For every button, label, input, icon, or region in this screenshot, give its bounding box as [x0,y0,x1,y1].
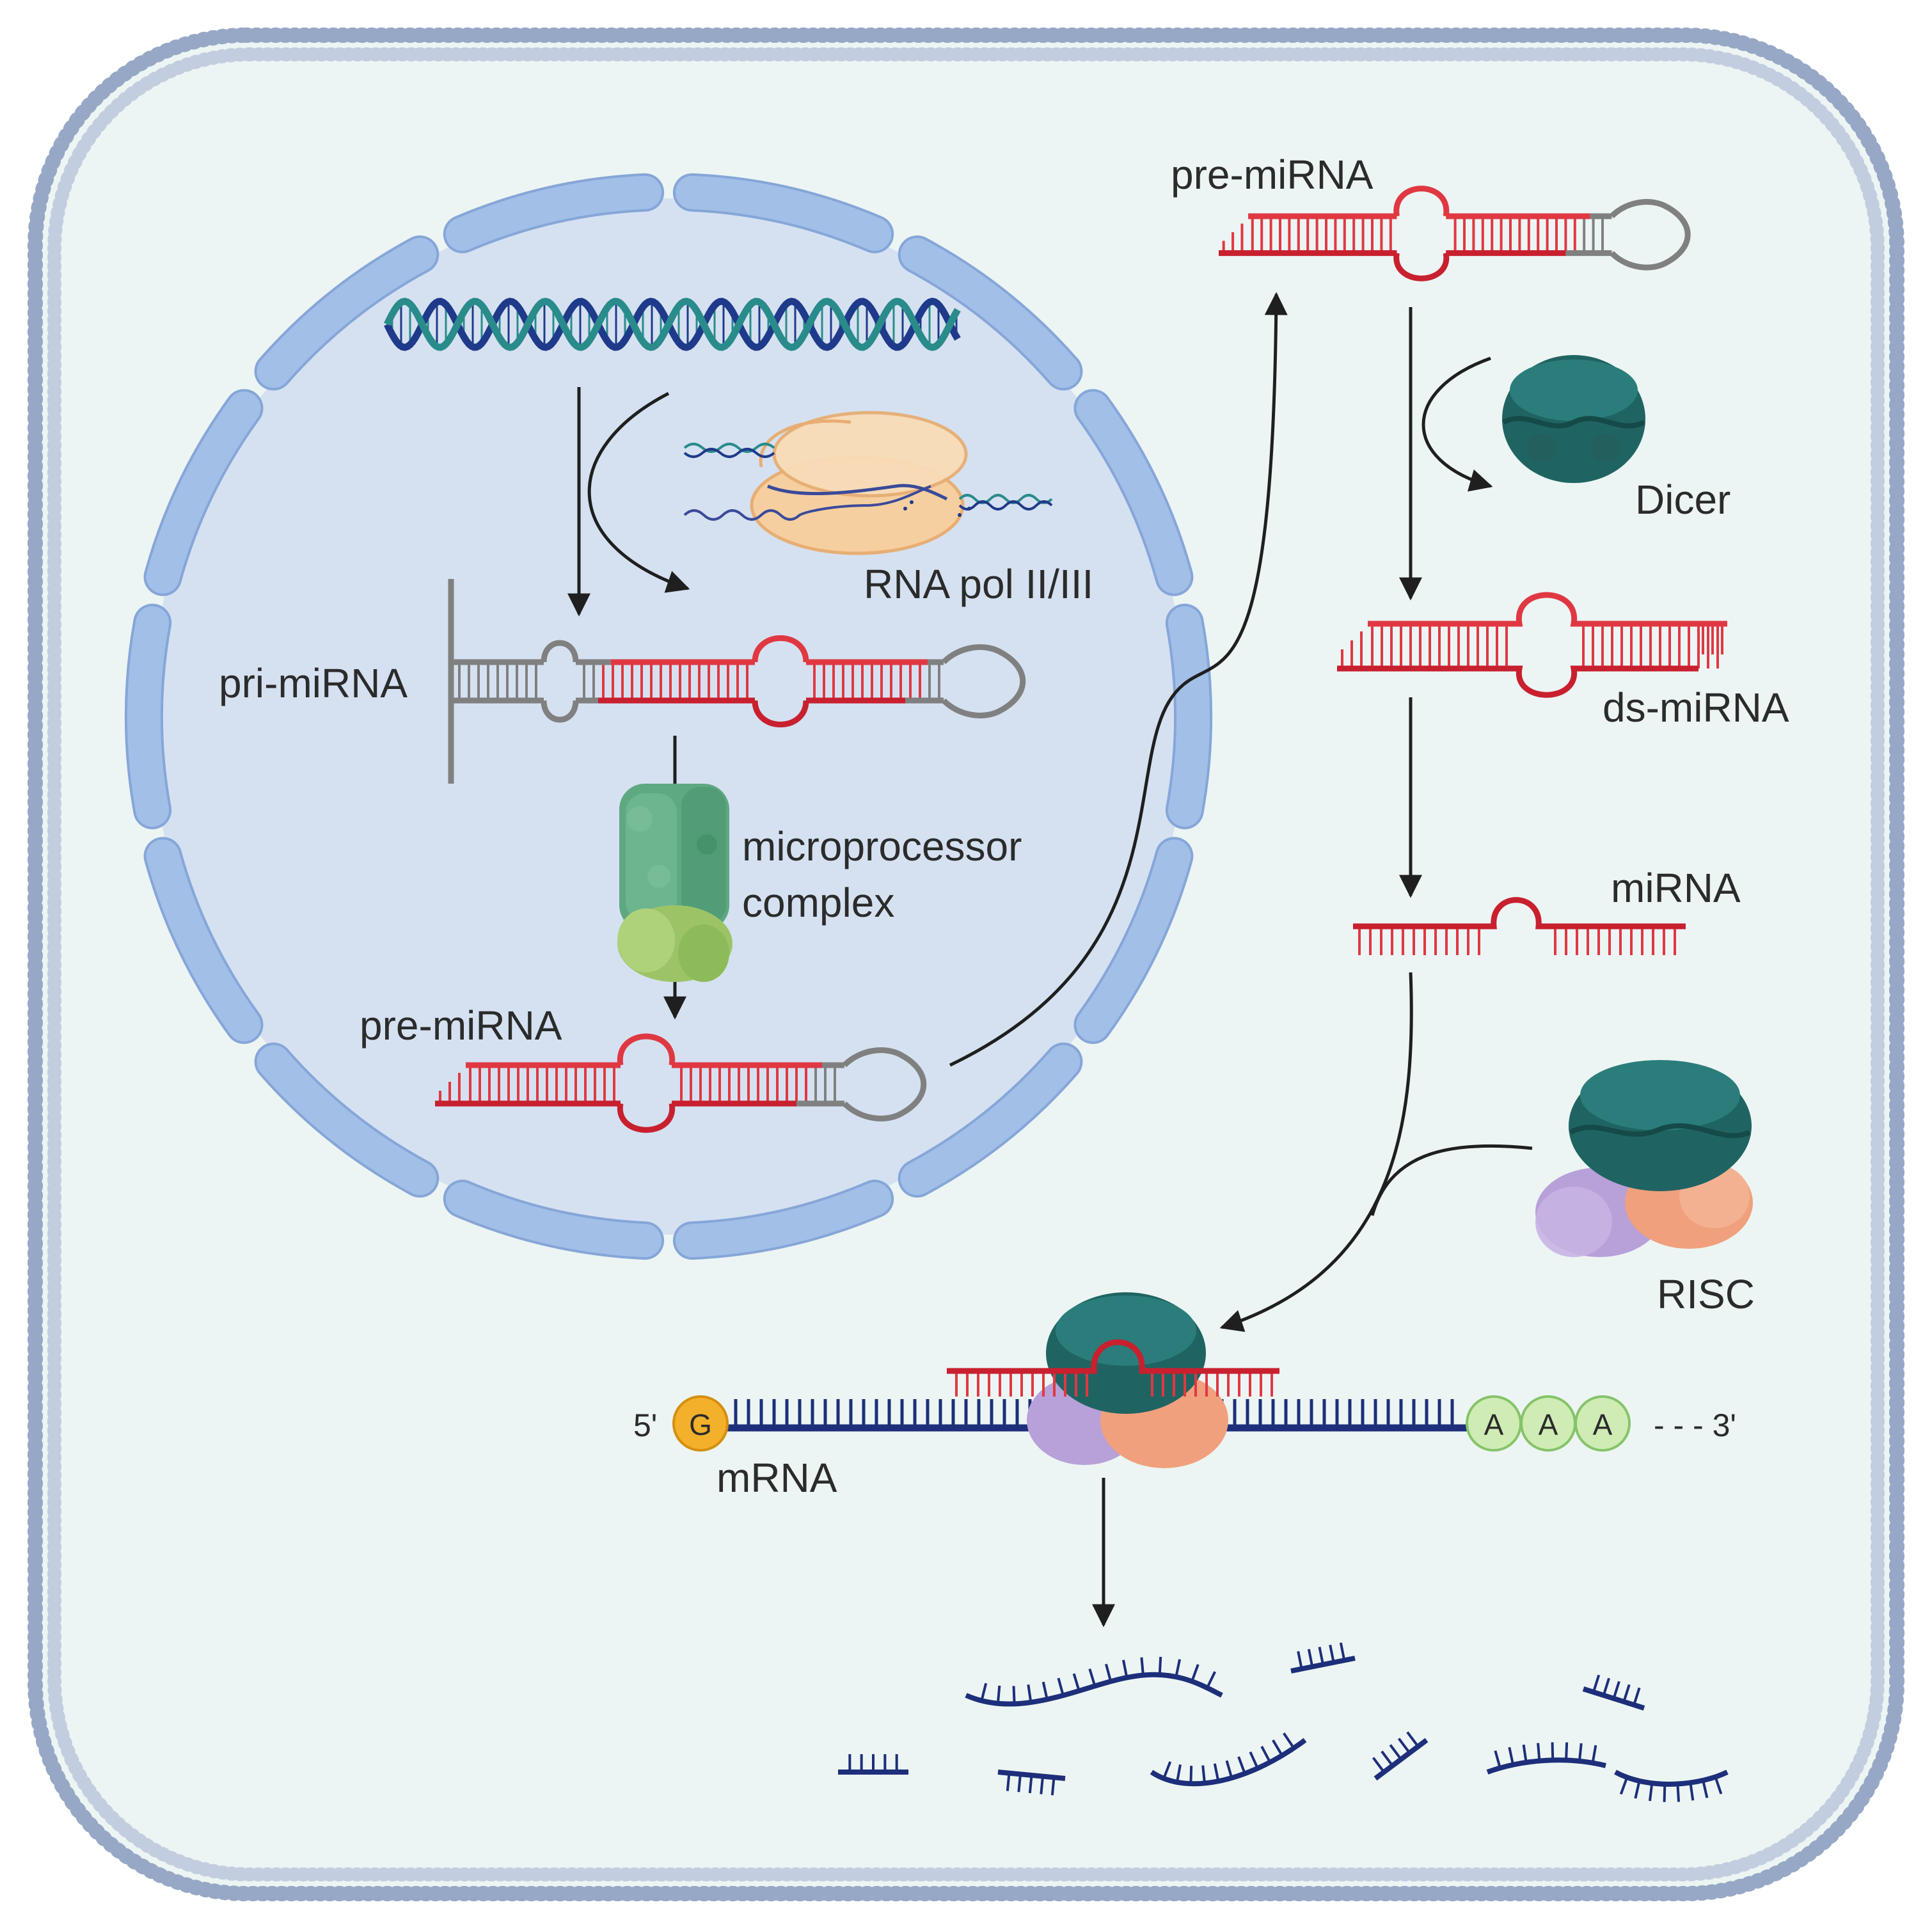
cell-membrane-outer [28,28,1904,1901]
pri-mirna-label: pri-miRNA [219,660,408,706]
mirna-target-duplex [947,1339,1279,1397]
pri-mirna-structure [448,579,1026,784]
pre-mirna-cytoplasm-structure [1219,186,1691,281]
cytoplasm-arrows [1092,307,1533,1627]
mrna-fragment [1150,1738,1307,1787]
mirna-structure [1353,897,1686,955]
ds-mirna-label: ds-miRNA [1603,685,1789,731]
cap-circle [672,1395,729,1452]
dicer-release-arrow [1421,356,1493,492]
dna-helix-icon [384,297,961,351]
nuclear-envelope [125,173,1212,1260]
poly-a-tail: A A A [1466,1395,1631,1452]
dicer-label: Dicer [1635,477,1730,523]
polya-a1: A [1484,1408,1504,1441]
polya-a3: A [1593,1408,1613,1441]
degraded-mrna-fragments [838,1642,1729,1802]
microprocessor-complex-icon [617,784,732,982]
mrna-fragment [1614,1770,1729,1787]
complex-label: complex [742,880,894,926]
mirna-label: miRNA [1611,865,1741,911]
mrna-fragment [1486,1757,1606,1775]
labels: RNA pol II/III pri-miRNA microprocessor … [219,152,1789,1501]
pre-mirna-cytoplasm-label: pre-miRNA [1171,152,1374,198]
mrna-label: mRNA [717,1455,837,1501]
dicer-icon [1502,355,1645,483]
rnapol-recruit-arrow [587,392,690,593]
mrna-cap: G [672,1395,729,1452]
export-arrow [949,292,1288,1067]
cell-membrane-inner [47,47,1885,1881]
microprocessor-label: microprocessor [742,823,1022,869]
three-prime-label: - - - 3' [1654,1407,1736,1443]
cap-letter: G [689,1408,712,1441]
five-prime-label: 5' [633,1407,657,1443]
nucleus [125,173,1212,1260]
pre-mirna-nucleus-label: pre-miRNA [360,1002,562,1049]
risc-complex-icon [1535,1060,1753,1257]
pre-mirna-nucleus-structure [435,1033,927,1133]
ds-mirna-structure [1337,592,1727,698]
polya-a2: A [1539,1408,1558,1441]
rna-polymerase-icon [683,411,1053,555]
rna-pol-label: RNA pol II/III [864,561,1093,607]
risc-label: RISC [1657,1271,1755,1317]
risc-join-line [1370,1144,1533,1216]
